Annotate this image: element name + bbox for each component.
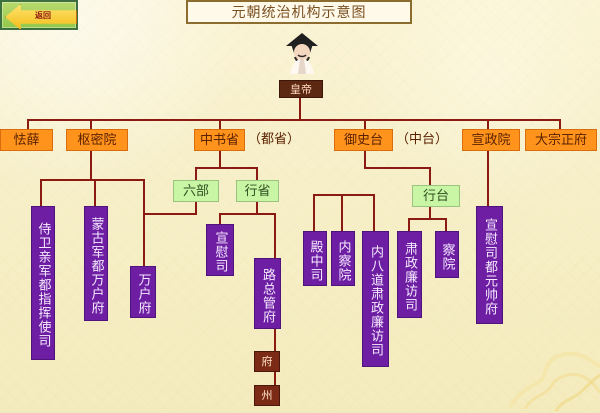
emperor-box: 皇帝 <box>279 80 323 98</box>
xuanzhengyuan-box: 宣政院 <box>462 129 520 151</box>
emperor-portrait-icon <box>286 33 318 74</box>
chayuan-box: 察院 <box>435 231 459 278</box>
back-button-label: 返回 <box>35 10 51 20</box>
zhou-box: 州 <box>254 385 280 406</box>
shiwei-box: 侍卫亲军都指挥使司 <box>31 206 55 360</box>
xuanweisi-box: 宣慰司 <box>206 224 234 276</box>
neichayuan-box: 内察院 <box>331 231 355 286</box>
xuanweishi-yuanshuaifu-box: 宣慰司都元帅府 <box>476 206 503 324</box>
decorative-pattern-icon <box>508 351 600 412</box>
zhongshusheng-note: （都省） <box>248 132 301 147</box>
dazongzhengfu-box: 大宗正府 <box>525 129 597 151</box>
menggu-box: 蒙古军都万户府 <box>84 206 108 321</box>
neibadao-box: 内八道肃政廉访司 <box>362 231 389 367</box>
shumiyuan-box: 枢密院 <box>66 129 128 151</box>
liubu-box: 六部 <box>173 180 219 202</box>
qiexue-box: 怯薛 <box>0 129 53 151</box>
fu-box: 府 <box>254 351 280 372</box>
luzongguanfu-box: 路总管府 <box>254 258 281 329</box>
xingtai-box: 行台 <box>412 185 460 207</box>
dianzhongsi-box: 殿中司 <box>303 231 327 286</box>
xingsheng-box: 行省 <box>236 180 279 202</box>
page-title: 元朝统治机构示意图 <box>186 0 412 24</box>
suzhenglianfangsi-box: 肃政廉访司 <box>397 231 422 318</box>
yushitai-note: （中台） <box>396 132 449 147</box>
wanhufu-box: 万户府 <box>130 266 156 318</box>
zhongshusheng-box: 中书省 <box>194 129 245 151</box>
back-button[interactable]: 返回 <box>0 0 78 30</box>
yushitai-box: 御史台 <box>334 129 393 151</box>
